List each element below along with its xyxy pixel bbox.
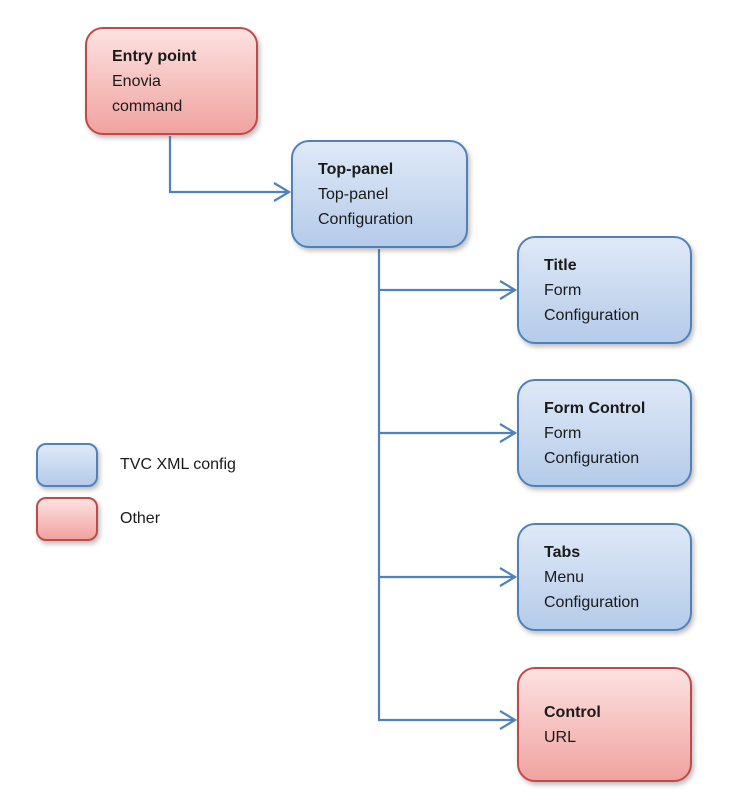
node-entry-point: Entry point Enovia command xyxy=(85,27,258,135)
node-title: Title xyxy=(544,256,577,274)
node-title: Top-panel xyxy=(318,160,394,178)
arrowhead-form-control xyxy=(499,423,518,443)
node-tabs: Tabs Menu Configuration xyxy=(517,523,692,631)
connector-trunk xyxy=(377,249,513,722)
legend-label-tvc: TVC XML config xyxy=(120,456,236,473)
node-subtitle-line: Top-panel xyxy=(318,185,389,203)
arrowhead-control xyxy=(499,710,518,730)
connector-entry-to-top-panel xyxy=(168,136,288,194)
node-title: Tabs xyxy=(544,543,581,561)
node-subtitle-line: URL xyxy=(544,728,577,746)
node-subtitle-line: Configuration xyxy=(544,593,640,611)
node-subtitle-line: Form xyxy=(544,424,582,442)
node-subtitle-line: Configuration xyxy=(544,306,640,324)
node-subtitle-line: Configuration xyxy=(544,449,640,467)
node-subtitle-line: Menu xyxy=(544,568,585,586)
node-subtitle-line: Configuration xyxy=(318,210,414,228)
node-title-form: Title Form Configuration xyxy=(517,236,692,344)
arrowhead-top-panel xyxy=(273,182,292,202)
node-subtitle-line: Form xyxy=(544,281,582,299)
node-title: Control xyxy=(544,703,601,721)
node-title: Form Control xyxy=(544,399,646,417)
arrowhead-tabs xyxy=(499,567,518,587)
node-subtitle-line: Enovia xyxy=(112,72,161,90)
node-title: Entry point xyxy=(112,47,197,65)
legend-label-other: Other xyxy=(120,510,161,527)
node-control: Control URL xyxy=(517,667,692,782)
node-subtitle-line: command xyxy=(112,97,183,115)
node-top-panel: Top-panel Top-panel Configuration xyxy=(291,140,468,248)
legend-swatch-other xyxy=(36,497,98,541)
arrowhead-title xyxy=(499,280,518,300)
legend-swatch-tvc xyxy=(36,443,98,487)
node-form-control: Form Control Form Configuration xyxy=(517,379,692,487)
